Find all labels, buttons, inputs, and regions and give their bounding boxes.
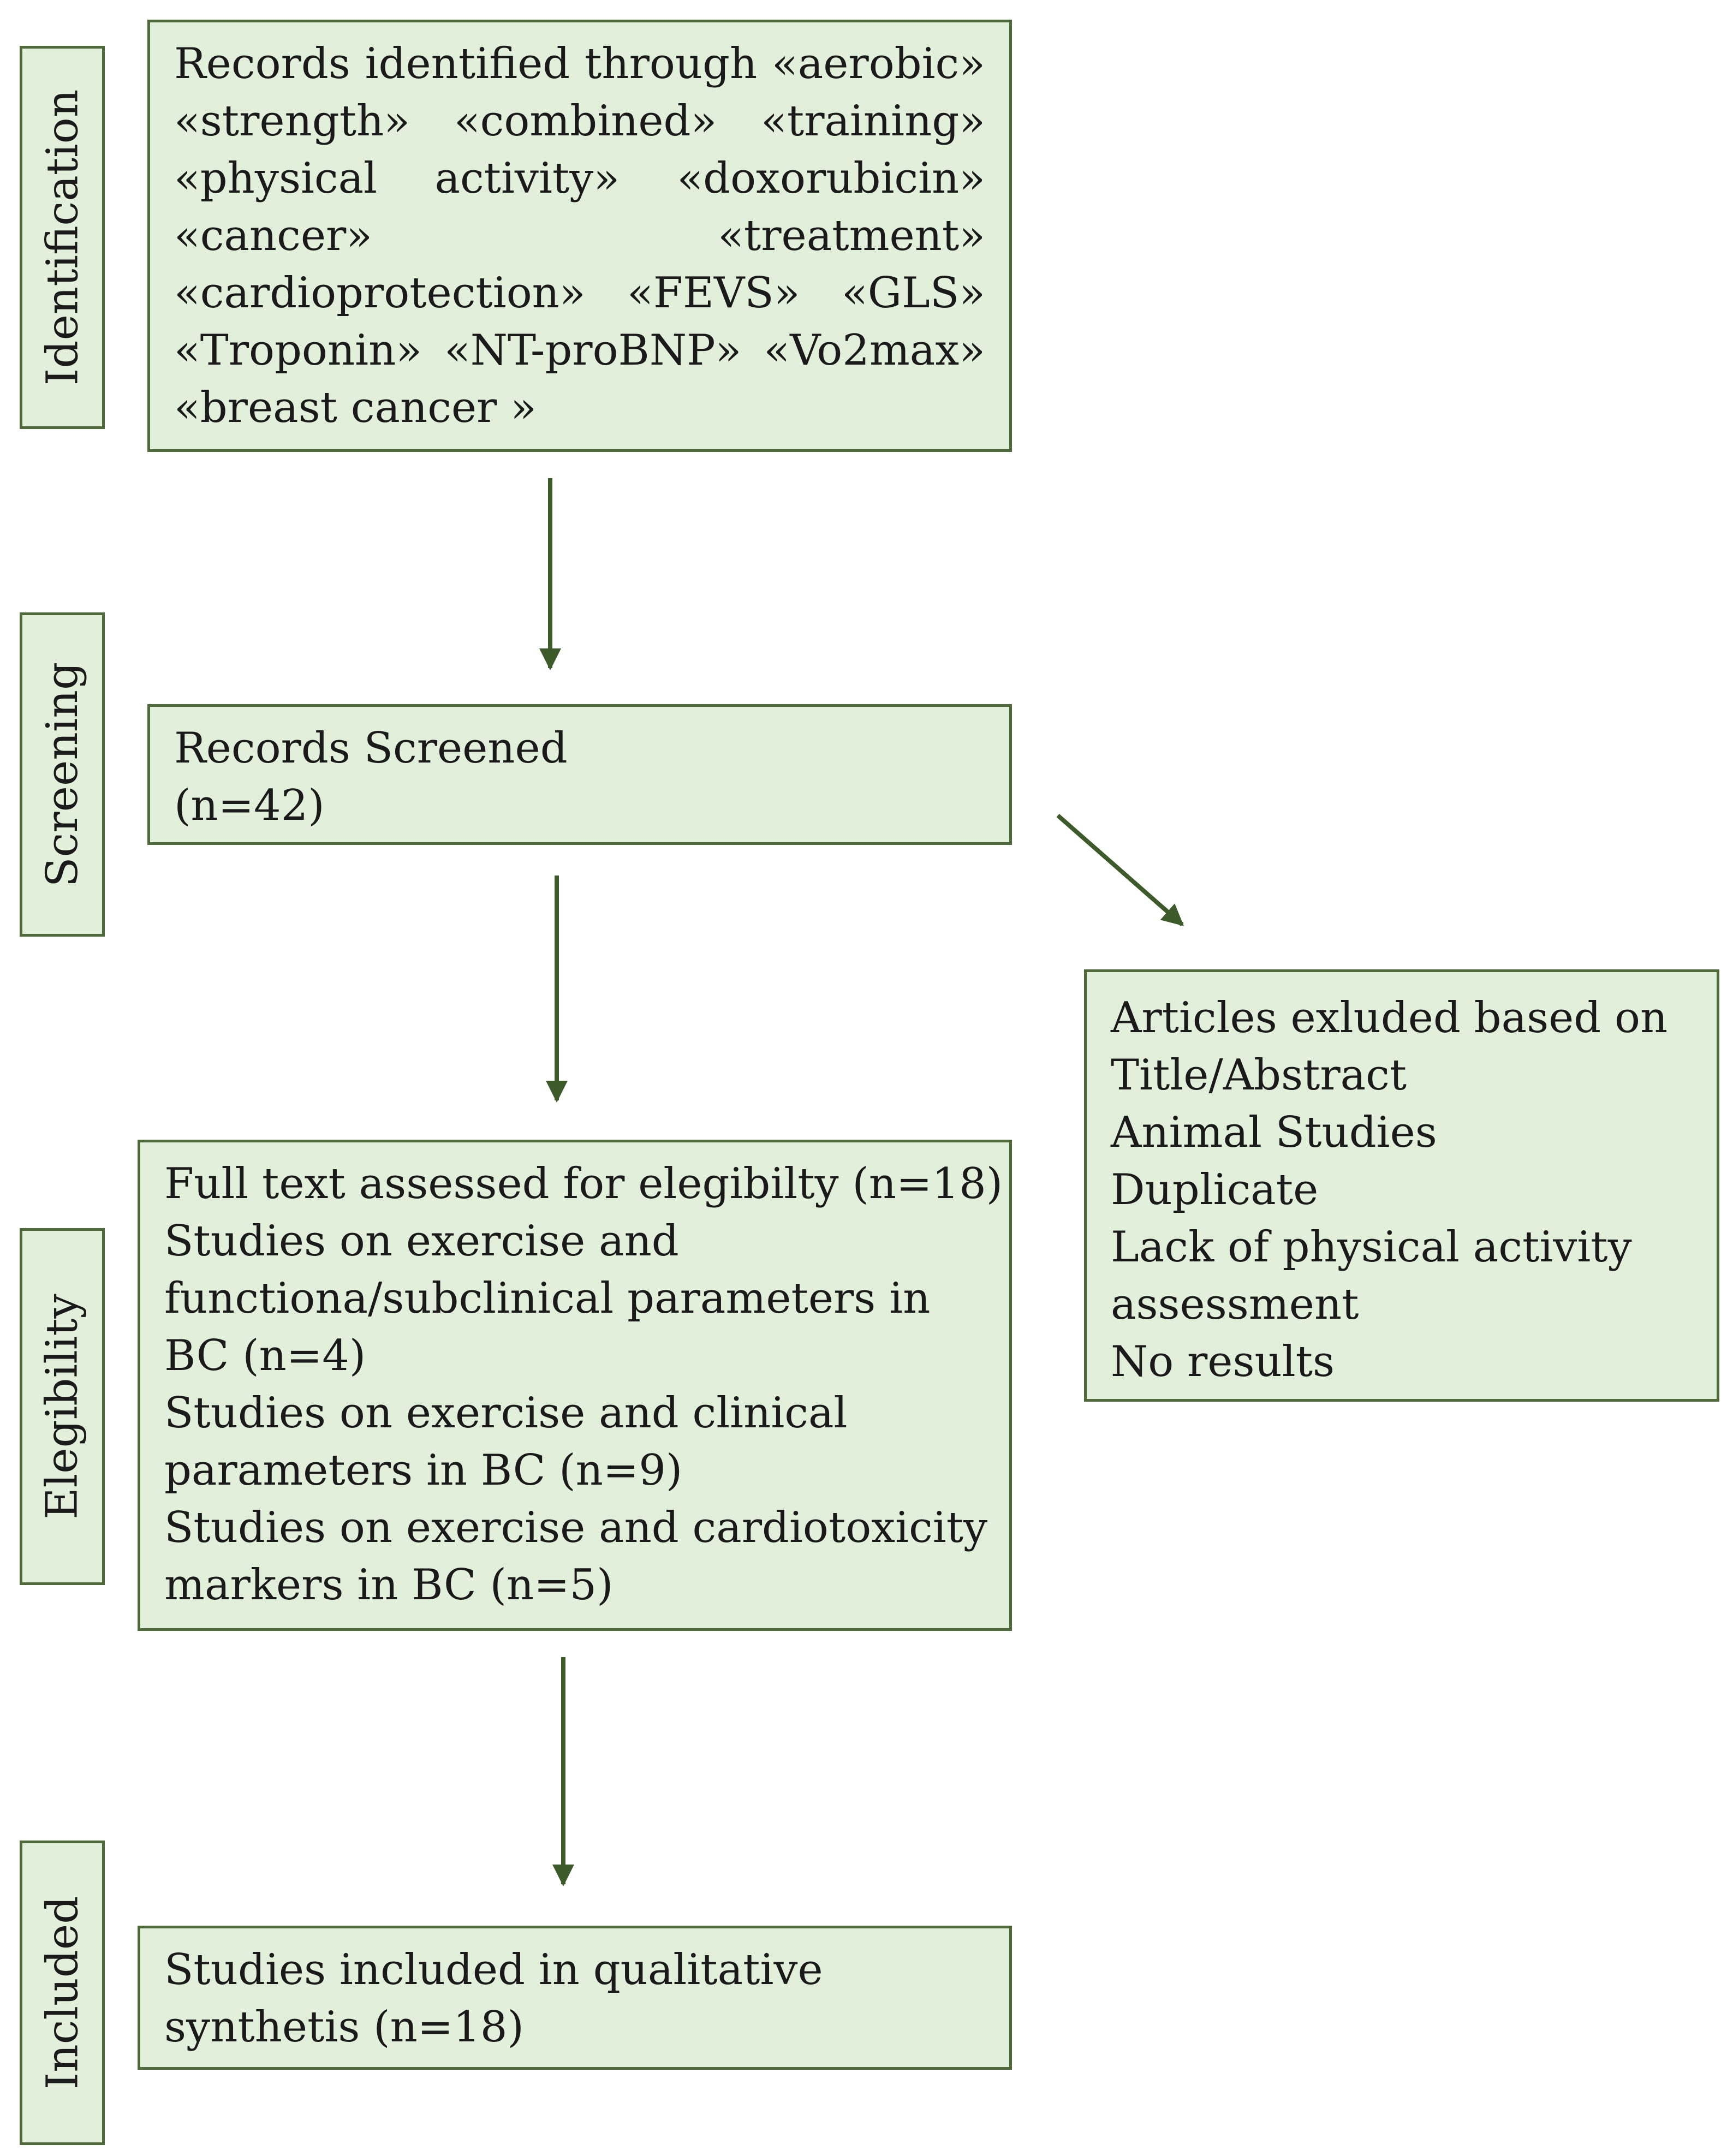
identification-line: «cardioprotection» «FEVS» «GLS» xyxy=(174,269,985,318)
stage-label-included: Included xyxy=(20,1841,105,2145)
screening-line: Records Screened xyxy=(174,724,568,773)
excluded-line: No results xyxy=(1111,1337,1335,1386)
elegibility-line: functiona/subclinical parameters in xyxy=(164,1274,931,1323)
screening-line: (n=42) xyxy=(174,781,325,830)
elegibility-line: Full text assessed for elegibilty (n=18) xyxy=(164,1159,1003,1208)
elegibility-box: Full text assessed for elegibilty (n=18)… xyxy=(138,1140,1012,1631)
identification-box: Records identified through «aerobic» «st… xyxy=(147,20,1012,452)
included-text: Studies included in qualitative syntheti… xyxy=(164,1941,985,2056)
identification-line: «strength» «combined» «training» xyxy=(174,97,985,146)
identification-line: Records identified through «aerobic» xyxy=(174,39,985,88)
arrow-screening-to-excluded xyxy=(1056,813,1184,927)
stage-label-elegibility: Elegibility xyxy=(20,1228,105,1585)
excluded-box: Articles exluded based on Title/Abstract… xyxy=(1084,969,1719,1402)
excluded-line: Duplicate xyxy=(1111,1165,1319,1214)
identification-line: «breast cancer » xyxy=(174,383,537,432)
excluded-text: Articles exluded based on Title/Abstract… xyxy=(1111,990,1693,1391)
elegibility-line: Studies on exercise and clinical xyxy=(164,1389,848,1438)
included-box: Studies included in qualitative syntheti… xyxy=(138,1926,1012,2070)
included-line: synthetis (n=18) xyxy=(164,2003,524,2052)
elegibility-line: Studies on exercise and xyxy=(164,1217,679,1266)
excluded-line: Articles exluded based on xyxy=(1111,993,1668,1043)
identification-line: «Troponin» «NT-proBNP» «Vo2max» xyxy=(174,326,985,375)
identification-line: «physical activity» «doxorubicin» xyxy=(174,154,985,203)
elegibility-line: markers in BC (n=5) xyxy=(164,1561,614,1610)
excluded-line: Title/Abstract xyxy=(1111,1051,1407,1100)
included-line: Studies included in qualitative xyxy=(164,1945,823,1994)
elegibility-line: BC (n=4) xyxy=(164,1331,366,1380)
screening-box: Records Screened (n=42) xyxy=(147,704,1012,845)
stage-label-identification: Identification xyxy=(20,46,105,429)
screening-text: Records Screened (n=42) xyxy=(174,720,985,835)
identification-line: «cancer» «treatment» xyxy=(174,211,985,260)
excluded-line: assessment xyxy=(1111,1280,1359,1329)
elegibility-line: parameters in BC (n=9) xyxy=(164,1446,683,1495)
elegibility-text: Full text assessed for elegibilty (n=18)… xyxy=(164,1156,1003,1614)
excluded-line: Lack of physical activity xyxy=(1111,1223,1632,1272)
stage-label-screening: Screening xyxy=(20,612,105,937)
excluded-line: Animal Studies xyxy=(1111,1108,1437,1157)
elegibility-line: Studies on exercise and cardiotoxicity xyxy=(164,1503,988,1552)
identification-text: Records identified through «aerobic» «st… xyxy=(174,35,985,437)
